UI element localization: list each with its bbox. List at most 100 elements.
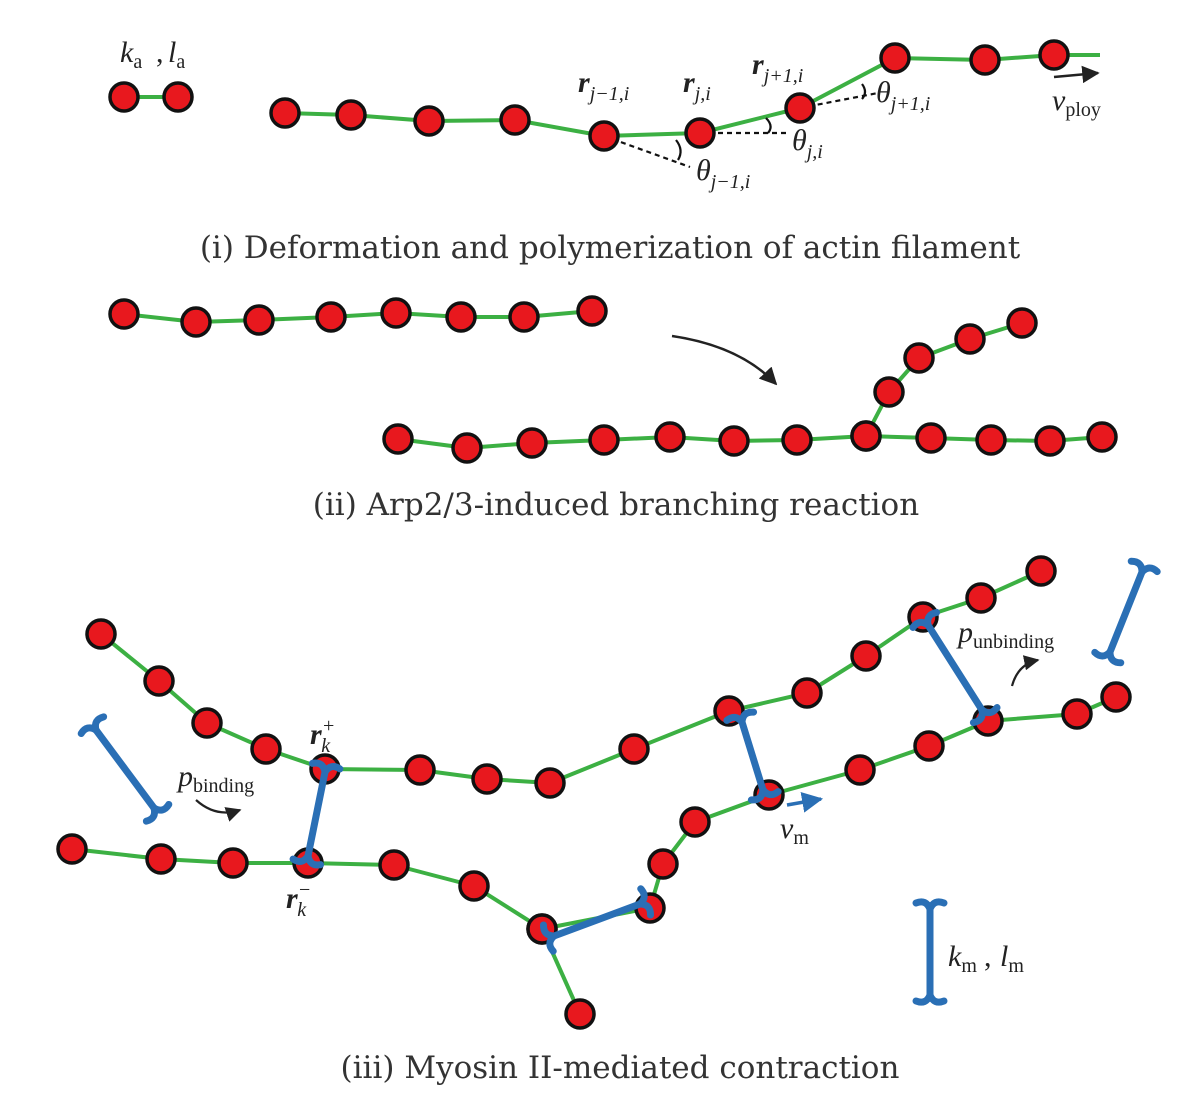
unbranched-filament-bead — [380, 297, 412, 329]
unbranched-filament-bead — [315, 301, 347, 333]
label-r-j-plus-1: rj+1,i — [752, 48, 803, 87]
polymerization-arrow — [1053, 65, 1100, 84]
upper-filament-bead — [791, 677, 823, 709]
deforming-filament-bead — [879, 42, 911, 74]
legend-myosin — [912, 898, 948, 1006]
label-comma-1: , — [156, 36, 164, 69]
deforming-filament-bead — [588, 120, 620, 152]
label-p-binding: pbinding — [176, 760, 254, 797]
lower-filament-bead — [1061, 698, 1093, 730]
label-ka: ka — [120, 36, 142, 73]
label-comma-2: , — [984, 940, 992, 973]
label-theta-j: θj,i — [792, 124, 823, 163]
binding-arrow — [195, 799, 242, 822]
label-theta-j-plus-1: θj+1,i — [876, 76, 930, 115]
lower-filament-bead — [56, 833, 88, 865]
deforming-filament-bead — [269, 97, 301, 129]
angle-arc — [861, 83, 867, 100]
deforming-filament-bead — [969, 44, 1001, 76]
panel-3-labels: r+k r−k pbinding punbinding vm km , lm (… — [176, 616, 1054, 1086]
side-branch-filament-bead — [564, 998, 596, 1030]
label-r-j-minus-1: rj−1,i — [578, 66, 629, 105]
branching-reaction-arrow — [671, 334, 778, 386]
mother-filament-bead — [516, 427, 548, 459]
panel-1-labels: ka , la rj−1,i rj,i rj+1,i θj−1,i θj,i θ… — [120, 36, 1101, 266]
arrow-layer — [195, 65, 1100, 822]
deforming-filament-bead — [413, 105, 445, 137]
unbranched-filament-bead — [108, 298, 140, 330]
spring-unit-filament-bead — [108, 81, 140, 113]
mother-filament-bead — [451, 432, 483, 464]
free-myosin-left — [77, 713, 173, 825]
deforming-filament-bead — [335, 99, 367, 131]
deforming-filament-bead — [684, 117, 716, 149]
daughter-branch-filament-bead — [954, 323, 986, 355]
upper-filament-bead — [965, 582, 997, 614]
daughter-branch-filament-bead — [873, 376, 905, 408]
lower-filament-bead — [1100, 681, 1132, 713]
upper-filament-bead — [471, 763, 503, 795]
label-lm: lm — [1000, 940, 1024, 977]
bound-myosin-3 — [723, 708, 782, 804]
bound-myosin-4 — [909, 608, 1001, 727]
bead-layer — [56, 39, 1132, 1030]
unbinding-arrow — [1010, 655, 1040, 687]
deforming-filament-bead — [499, 104, 531, 136]
mother-filament-bead — [588, 424, 620, 456]
bound-myosin-1 — [289, 759, 344, 869]
upper-filament-bead — [850, 640, 882, 672]
caption-panel-3: (iii) Myosin II-mediated contraction — [341, 1050, 900, 1086]
mother-filament-bead — [654, 421, 686, 453]
caption-panel-2: (ii) Arp2/3-induced branching reaction — [313, 487, 919, 523]
lower-filament-bead — [913, 730, 945, 762]
upper-filament-bead — [143, 665, 175, 697]
mother-filament-bead — [382, 423, 414, 455]
deforming-filament-bead — [784, 92, 816, 124]
unbranched-filament-bead — [508, 301, 540, 333]
daughter-branch-filament-bead — [850, 420, 882, 452]
mother-filament-bead — [1034, 425, 1066, 457]
lower-filament — [71, 695, 1117, 931]
label-r-j: rj,i — [683, 66, 711, 105]
lower-filament-bead — [458, 870, 490, 902]
unbranched-filament-bead — [243, 304, 275, 336]
mother-filament-bead — [718, 425, 750, 457]
angle-reference-line — [603, 134, 691, 169]
deforming-filament-bead — [1038, 39, 1070, 71]
unbranched-filament-bead — [576, 295, 608, 327]
daughter-branch-filament-bead — [903, 342, 935, 374]
label-r-k-minus: r−k — [286, 879, 311, 921]
label-la: la — [168, 36, 185, 73]
myosin-velocity-arrow — [786, 791, 824, 813]
label-r-k-plus: r+k — [310, 715, 335, 757]
upper-filament-bead — [534, 767, 566, 799]
label-v-m: vm — [780, 812, 809, 849]
unbranched-filament-bead — [180, 306, 212, 338]
upper-filament-bead — [1025, 555, 1057, 587]
label-theta-j-minus-1: θj−1,i — [696, 154, 750, 193]
lower-filament-bead — [217, 847, 249, 879]
upper-filament-bead — [85, 618, 117, 650]
myosin-layer — [77, 557, 1161, 1006]
lower-filament-bead — [647, 848, 679, 880]
lower-filament-bead — [145, 843, 177, 875]
spring-unit-filament-bead — [162, 81, 194, 113]
panel-2-labels: (ii) Arp2/3-induced branching reaction — [313, 487, 919, 523]
lower-filament-bead — [679, 806, 711, 838]
label-km: km — [948, 940, 977, 977]
mother-filament-bead — [1086, 421, 1118, 453]
free-myosin-right — [1091, 557, 1161, 667]
upper-filament — [99, 569, 1042, 785]
unbranched-filament-bead — [445, 301, 477, 333]
angle-arc — [765, 117, 772, 134]
upper-filament-bead — [618, 733, 650, 765]
mother-filament-bead — [781, 424, 813, 456]
mother-filament-bead — [915, 422, 947, 454]
upper-filament-bead — [404, 754, 436, 786]
upper-filament-bead — [250, 733, 282, 765]
bound-myosin-2 — [539, 885, 655, 955]
label-v-poly: vploy — [1052, 84, 1101, 121]
angle-reference-layer — [603, 83, 879, 169]
angle-arc — [675, 139, 682, 161]
upper-filament-bead — [191, 707, 223, 739]
